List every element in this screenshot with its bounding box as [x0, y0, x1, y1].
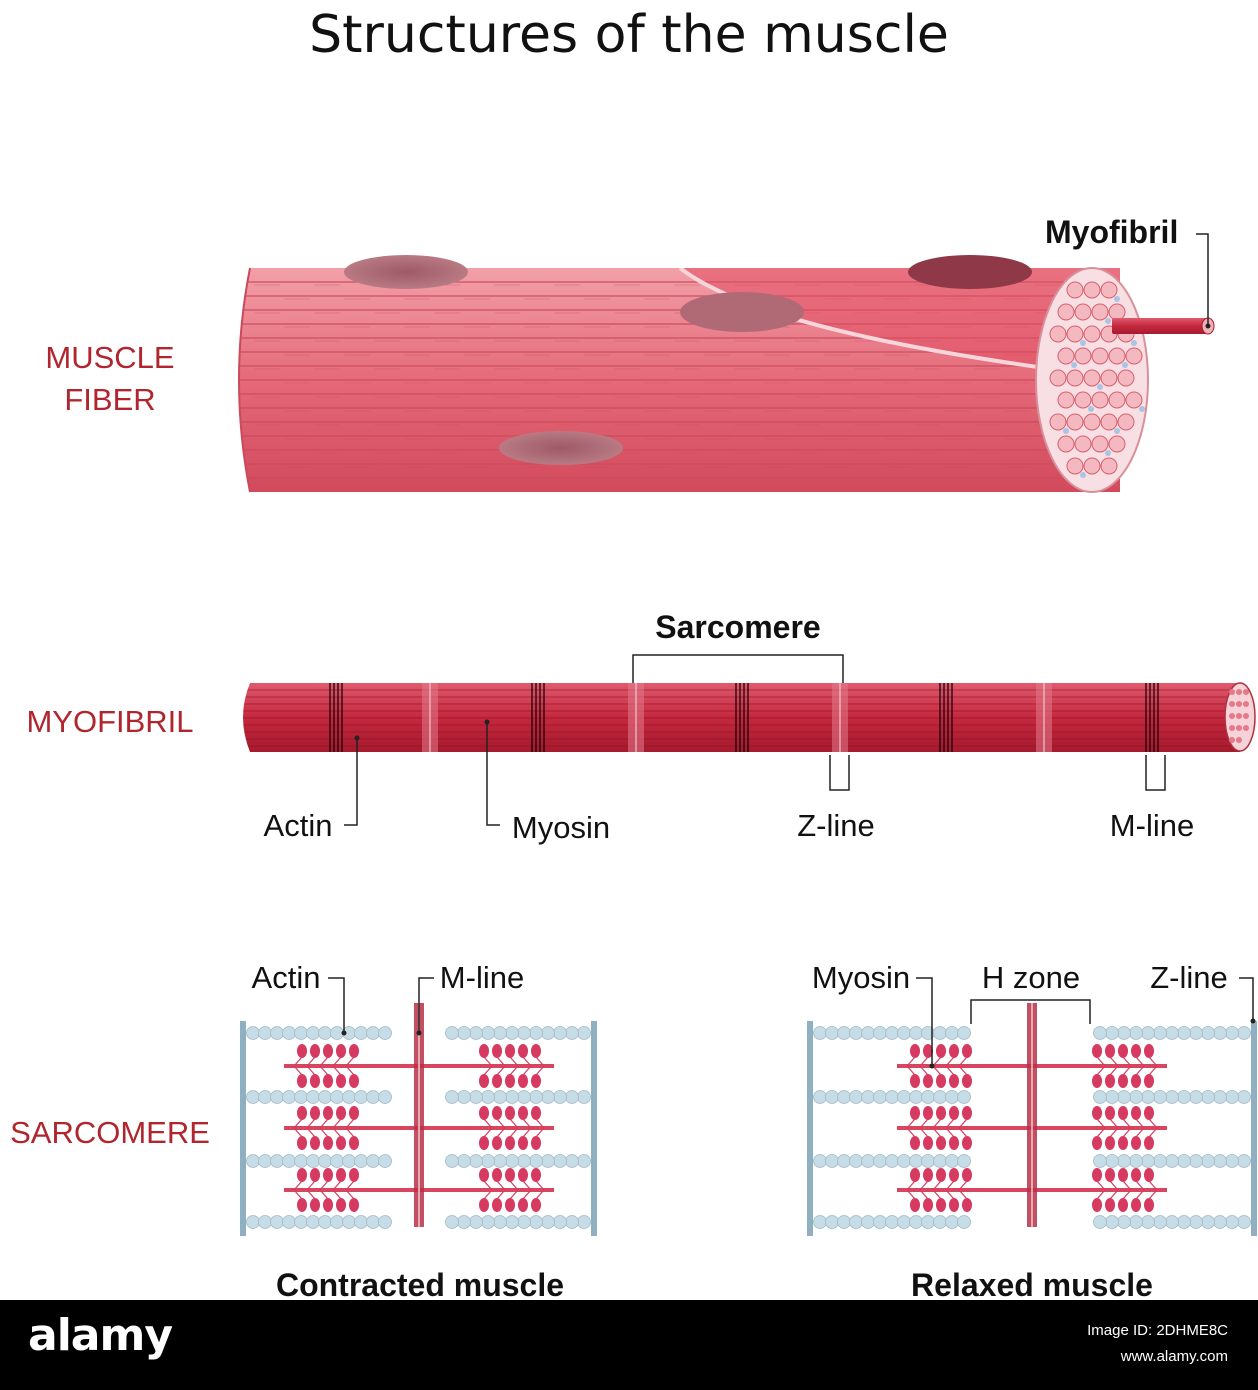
section-label-muscle-fiber-2: FIBER	[64, 382, 155, 417]
label-sarcomere: Sarcomere	[655, 609, 820, 645]
h-zone-bracket	[970, 999, 1091, 1024]
section-label-muscle-fiber-1: MUSCLE	[45, 340, 174, 375]
section-label-myofibril: MYOFIBRIL	[26, 704, 193, 739]
sarcomere-relaxed	[807, 1003, 1257, 1236]
label-contracted-actin: Actin	[252, 960, 321, 995]
label-relaxed-z-line: Z-line	[1150, 960, 1228, 995]
label-z-line: Z-line	[797, 808, 875, 843]
sarcomere-bracket	[632, 654, 844, 683]
muscle-fiber-illustration	[238, 233, 1215, 493]
alamy-logo: alamy	[28, 1310, 173, 1361]
myofibril-strand	[1112, 318, 1208, 334]
stock-info: Image ID: 2DHME8C www.alamy.com	[1087, 1318, 1228, 1370]
label-contracted-m-line: M-line	[440, 960, 524, 995]
sarcomere-contracted	[240, 1003, 597, 1236]
label-m-line: M-line	[1110, 808, 1194, 843]
stock-bar: alamy Image ID: 2DHME8C www.alamy.com	[0, 1300, 1258, 1390]
label-actin: Actin	[264, 808, 333, 843]
myofibril-illustration	[243, 682, 1256, 752]
nucleus	[499, 431, 623, 465]
diagram-title: Structures of the muscle	[309, 5, 949, 65]
nucleus	[344, 255, 468, 289]
label-myofibril-strand: Myofibril	[1045, 214, 1178, 250]
caption-relaxed: Relaxed muscle	[911, 1267, 1153, 1300]
nucleus	[908, 255, 1032, 289]
image-id: Image ID: 2DHME8C	[1087, 1322, 1228, 1339]
diagram-canvas: Structures of the muscle MUSCLE FIBER MY…	[10, 5, 1257, 1300]
label-relaxed-h-zone: H zone	[982, 960, 1080, 995]
label-relaxed-myosin: Myosin	[812, 960, 910, 995]
caption-contracted: Contracted muscle	[276, 1267, 564, 1300]
section-label-sarcomere: SARCOMERE	[10, 1115, 210, 1150]
label-myosin: Myosin	[512, 810, 610, 845]
stock-site: www.alamy.com	[1120, 1348, 1228, 1365]
nucleus	[680, 292, 804, 332]
